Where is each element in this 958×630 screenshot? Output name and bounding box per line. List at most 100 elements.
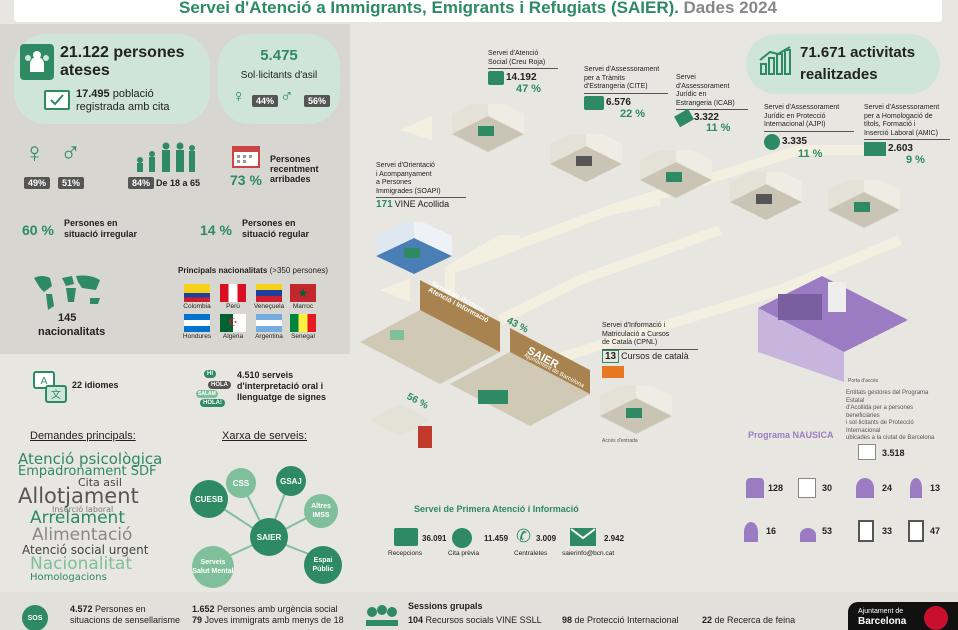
gavel-icon [674, 108, 694, 128]
recent-pct: 73 % [230, 172, 262, 188]
asylum-female: 44% [252, 95, 279, 107]
sos-label-2: situacions de sensellarisme [70, 615, 181, 625]
bubble-hola-2: HOLA! [200, 399, 225, 407]
mail-icon [570, 528, 596, 546]
nationalities-title: Principals nacionalitats [178, 266, 268, 275]
node-gsaj: GSAJ [276, 466, 306, 496]
svc-1-pct: 47 % [516, 83, 542, 95]
couple-icon [744, 522, 758, 542]
svc-2-name-3: d'Estrangeria (CITE) [584, 83, 648, 90]
fa-num-1: 36.091 [422, 534, 447, 543]
node-css: CSS [226, 468, 256, 498]
group-num-2: 98 [562, 615, 573, 625]
office-ajpi [730, 164, 802, 237]
soapi-name-4: Immigrades (SOAPI) [376, 187, 441, 195]
barcelona-shield-icon [924, 606, 948, 630]
svc-1-name-1: Servei d'Atenció [488, 50, 539, 57]
group-title: Sessions grupals [408, 601, 483, 611]
soapi-name-1: Servei d'Orientació [376, 162, 435, 169]
adult-icon [856, 478, 874, 498]
svc-3-name-1: Servei [676, 74, 696, 81]
nausica-desc-3: i sol·licitants de Protecció Internacion… [846, 420, 914, 434]
group-icon [20, 44, 54, 80]
books-icon [602, 366, 624, 378]
group-session-icon [364, 604, 400, 630]
central-building [360, 280, 590, 455]
persons-total-2: ateses [60, 62, 110, 79]
hotel-icon [798, 478, 816, 498]
bubble-salam: SALAM [196, 390, 218, 398]
node-saier: SAIER [250, 518, 288, 556]
flag-algeria: ☪ [220, 314, 246, 332]
office-cite [550, 126, 622, 199]
irregular-label-1: Persones en [64, 218, 118, 228]
office-soapi [376, 218, 452, 291]
network-title: Xarxa de serveis: [222, 430, 307, 442]
svg-text:A: A [41, 376, 48, 387]
male-gender-icon: ♂ [60, 137, 81, 168]
calendar-icon [232, 146, 260, 168]
fa-num-2: 11.459 [484, 534, 509, 543]
flag-argentina [256, 314, 282, 332]
asylum-num: 5.475 [260, 47, 298, 64]
activities-pill [746, 34, 940, 94]
age-groups-icon [134, 140, 198, 177]
gender-female: 49% [24, 177, 51, 189]
male-icon: ♂ [280, 86, 294, 106]
svc-4-name-2: Jurídic en Protecció [764, 112, 826, 120]
door-out-icon [908, 520, 924, 542]
nationalities-label: nacionalitats [38, 326, 106, 338]
demand-word-10: Homologacions [30, 572, 107, 583]
registered-icon [44, 90, 70, 110]
soapi-name-3: a Persones [376, 179, 412, 186]
building-icon [858, 444, 876, 460]
demand-word-9: Nacionalitat [30, 554, 132, 574]
nationalities-subtitle: (>350 persones) [269, 266, 329, 275]
first-attention-title: Servei de Primera Atenció i Informació [414, 504, 579, 514]
nausica-stat-4: 13 [930, 483, 941, 493]
cpnl-label: Cursos de català [621, 350, 689, 361]
svc-5-name-4: Inserció Laboral (AMIC) [864, 129, 938, 137]
demand-word-6: Arrelament [30, 508, 125, 528]
flag-honduras [184, 314, 210, 332]
sos-num: 4.572 [70, 604, 93, 614]
regular-label-1: Persones en [242, 218, 296, 228]
bottom-panel [0, 592, 958, 630]
age-pct: 84% [128, 177, 155, 189]
page-title: Servei d'Atenció a Immigrants, Emigrants… [178, 0, 679, 17]
flag-label-honduras: Hondures [182, 333, 212, 340]
soapi-name-2: i Acompanyament [376, 170, 432, 178]
flag-label-venezuela: Veneçuela [253, 303, 285, 310]
access-label: Accés d'entrada [602, 438, 638, 444]
asylum-male: 56% [304, 95, 331, 107]
nausica-stat-2: 30 [822, 483, 833, 493]
phone-icon: ✆ [516, 526, 532, 546]
persons-total: 21.122 persones [60, 44, 185, 61]
interpretation-num: 4.510 [237, 370, 260, 380]
nausica-stat-6: 53 [822, 526, 833, 536]
flag-label-morocco: Marroc [292, 303, 314, 310]
bubble-hi: HI [204, 370, 216, 378]
fa-label-1: Recepcions [388, 550, 422, 557]
svc-1-name-2: Social (Creu Roja) [488, 58, 546, 66]
flag-peru [220, 284, 246, 302]
node-salut-mental: Serveis Salut Mental [192, 546, 234, 588]
logo-line-1: Ajuntament de [858, 608, 904, 615]
nausica-desc-2: d'Acollida per a persones beneficiàries [846, 405, 914, 419]
bubble-hola: HOLA [208, 381, 231, 389]
nausica-stat-3: 24 [882, 483, 893, 493]
nationalities-count: 145 [58, 312, 77, 324]
languages-count: 22 idiomes [72, 380, 119, 390]
nausica-total: 3.518 [882, 448, 905, 458]
fa-label-2: Cita prèvia [448, 550, 480, 557]
cpnl-num: 13 [602, 349, 620, 363]
interpretation-label-1: serveis [262, 370, 294, 380]
svc-4-num: 3.335 [781, 135, 807, 147]
port-label: Porta d'accés [848, 378, 879, 384]
svc-5-num: 2.603 [887, 142, 913, 154]
svc-3-name-3: Jurídic en [676, 91, 707, 98]
node-cuesb: CUESB [190, 480, 228, 518]
child-adult-icon [910, 478, 922, 498]
nausica-desc-1: Entitats gestores del Programa Estatal [846, 390, 929, 404]
demands-title: Demandes principals: [30, 430, 136, 442]
